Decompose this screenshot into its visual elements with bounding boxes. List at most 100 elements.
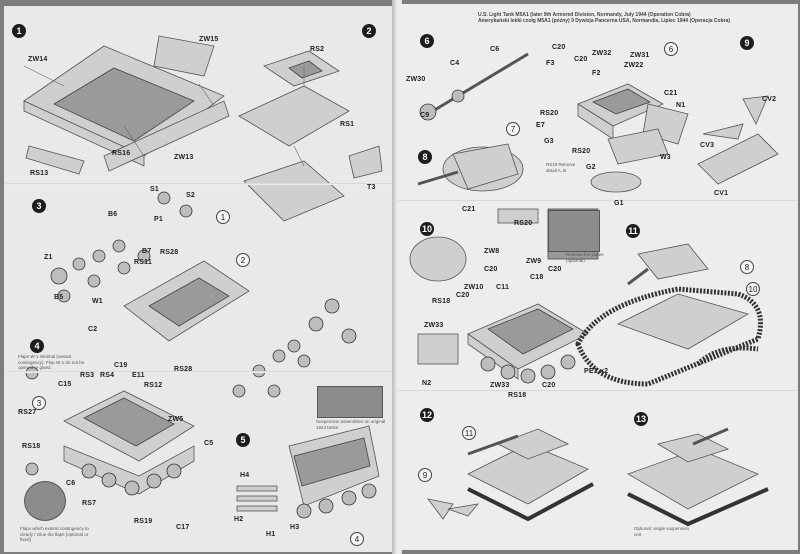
- label-rs1: RS1: [340, 121, 355, 128]
- label-c15: C15: [58, 381, 72, 388]
- step-number-12: 12: [420, 408, 434, 422]
- label-c11: C11: [496, 284, 510, 291]
- label-pe1: PE1 x2: [584, 368, 609, 375]
- photo-inset-rear: [317, 386, 383, 418]
- fold-line: [4, 371, 396, 373]
- label-rs27: RS27: [18, 409, 37, 416]
- sub-ref-8: 8: [740, 260, 754, 274]
- label-rs28: RS28: [160, 249, 179, 256]
- label-zw10: ZW10: [464, 284, 484, 291]
- label-c21-b: C21: [462, 206, 476, 213]
- step-number-5: 5: [236, 433, 250, 447]
- label-rs19: RS19: [134, 518, 153, 525]
- label-zw5: ZW5: [168, 416, 184, 423]
- label-e11: E11: [132, 372, 145, 379]
- label-b7: B7: [142, 248, 152, 255]
- label-h3: H3: [290, 524, 300, 531]
- label-zw33: ZW33: [424, 322, 444, 329]
- step-number-3: 3: [32, 199, 46, 213]
- step-number-1: 1: [12, 24, 26, 38]
- left-drawings: [23, 35, 383, 519]
- label-c9: C9: [420, 112, 430, 119]
- fold-line: [4, 183, 396, 185]
- label-cv1: CV1: [714, 190, 729, 197]
- sub-ref-1: 1: [216, 210, 230, 224]
- instruction-sheet-left: 1 2 3 4 5 1 2 3 4 ZW15 ZW14 ZW13 RS16 RS…: [4, 6, 396, 552]
- fold-line: [398, 200, 798, 202]
- label-g1: G1: [614, 200, 624, 207]
- label-h1: H1: [266, 531, 276, 538]
- label-c20-c: C20: [484, 266, 498, 273]
- label-c6: C6: [66, 480, 76, 487]
- label-c20-d: C20: [548, 266, 562, 273]
- label-zw13: ZW13: [174, 154, 194, 161]
- label-w3: W3: [660, 154, 671, 161]
- label-rs2: RS2: [310, 46, 325, 53]
- label-zw9: ZW9: [526, 258, 542, 265]
- label-zw33-b: ZW33: [490, 382, 510, 389]
- step-number-9: 9: [740, 36, 754, 50]
- label-zw8: ZW8: [484, 248, 500, 255]
- step-number-10: 10: [420, 222, 434, 236]
- label-t3: T3: [367, 184, 376, 191]
- header-line-1: U.S. Light Tank M5A1 (later 9th Armored …: [478, 12, 691, 18]
- label-rs12: RS12: [144, 382, 163, 389]
- label-g3: G3: [544, 138, 554, 145]
- label-s2: S2: [186, 192, 195, 199]
- step-number-13: 13: [634, 412, 648, 426]
- label-rs28-b: RS28: [174, 366, 193, 373]
- fold-note-1: Flaps W-1 minimal (variant contingency).…: [18, 354, 85, 370]
- note-step8: RS19 Remove detail A, B: [546, 162, 576, 173]
- note-step10: Remove the plates (optional): [566, 252, 604, 263]
- label-zw30: ZW30: [406, 76, 426, 83]
- label-rs3: RS3: [80, 372, 95, 379]
- sub-ref-10: 10: [746, 282, 760, 296]
- step-number-6: 6: [420, 34, 434, 48]
- label-c2: C2: [88, 326, 98, 333]
- label-f3: F3: [546, 60, 555, 67]
- label-c21: C21: [664, 90, 678, 97]
- label-rs20: RS20: [540, 110, 559, 117]
- label-c19: C19: [114, 362, 128, 369]
- label-rs18: RS18: [432, 298, 451, 305]
- label-e7: E7: [536, 122, 545, 129]
- label-cv3: CV3: [700, 142, 715, 149]
- label-rs20-c: RS20: [514, 220, 533, 227]
- sub-ref-7: 7: [506, 122, 520, 136]
- right-drawings: [409, 52, 779, 527]
- center-fold: [392, 0, 402, 554]
- instruction-sheet-right: U.S. Light Tank M5A1 (later 9th Armored …: [398, 4, 798, 550]
- label-zw31: ZW31: [630, 52, 650, 59]
- label-p1: P1: [154, 216, 163, 223]
- label-rs7: RS7: [82, 500, 97, 507]
- sub-ref-3: 3: [32, 396, 46, 410]
- step-number-2: 2: [362, 24, 376, 38]
- step-number-8: 8: [418, 150, 432, 164]
- sub-ref-9: 9: [418, 468, 432, 482]
- label-n1: N1: [676, 102, 686, 109]
- label-c18: C18: [530, 274, 544, 281]
- fold-line: [398, 390, 798, 392]
- label-c4: C4: [450, 60, 460, 67]
- label-b6: B6: [108, 211, 118, 218]
- sub-ref-2: 2: [236, 253, 250, 267]
- label-rs18-b: RS18: [508, 392, 527, 399]
- wheel-parts-3: [50, 191, 193, 303]
- label-zw32: ZW32: [592, 50, 612, 57]
- label-zw22: ZW22: [624, 62, 644, 69]
- label-h2: H2: [234, 516, 244, 523]
- header-line-2: Amerykański lekki czołg M5A1 (późny) 9 D…: [478, 18, 731, 24]
- label-w1: W1: [92, 298, 103, 305]
- label-zw14: ZW14: [28, 56, 48, 63]
- label-rs11: RS11: [134, 259, 152, 266]
- label-c20-f: C20: [542, 382, 556, 389]
- label-b5: B5: [54, 294, 64, 301]
- sub-ref-6: 6: [664, 42, 678, 56]
- label-g2: G2: [586, 164, 596, 171]
- label-c5: C5: [204, 440, 214, 447]
- label-rs20-b: RS20: [572, 148, 591, 155]
- label-h4: H4: [240, 472, 250, 479]
- fold-note-2: Flaps which extend contingency to clearl…: [20, 526, 89, 542]
- label-cv2: CV2: [762, 96, 777, 103]
- note-step13: Optional: single suspension unit: [634, 526, 690, 537]
